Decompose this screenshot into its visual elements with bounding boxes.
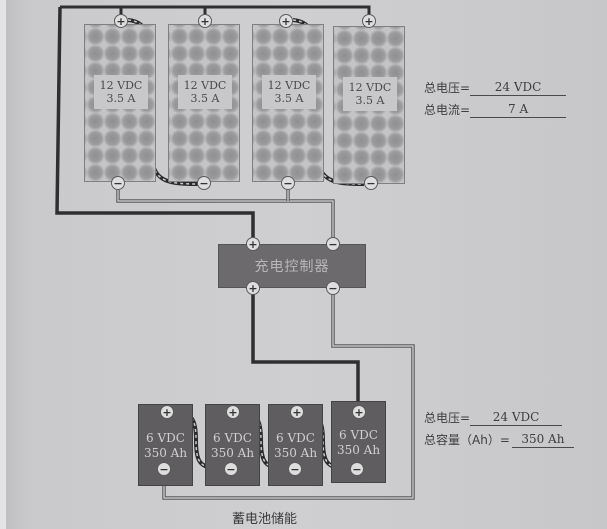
battery-voltage: 6 VDC [276, 431, 315, 445]
solar-panel-4: 12 VDC 3.5 A [333, 26, 405, 184]
negative-terminal-icon: − [288, 462, 302, 476]
positive-bus-top [119, 5, 371, 20]
positive-terminal-icon: + [198, 14, 212, 28]
panel-current: 3.5 A [274, 92, 304, 105]
battery-voltage: 6 VDC [339, 428, 378, 442]
battery-rating-label: 6 VDC 350 Ah [332, 428, 385, 458]
negative-terminal-icon: − [197, 176, 211, 190]
battery-bank-summary: 总电压= 24 VDC 总容量（Ah）= 350 Ah [424, 404, 574, 448]
positive-terminal-icon: + [160, 405, 174, 419]
panel-current: 3.5 A [355, 94, 385, 107]
battery-voltage: 6 VDC [213, 431, 252, 445]
battery-capacity: 350 Ah [143, 446, 188, 460]
solar-panel-2: 12 VDC 3.5 A [168, 24, 240, 182]
battery-rating-label: 6 VDC 350 Ah [139, 431, 192, 461]
total-voltage-label: 总电压= [424, 81, 471, 95]
controller-negative-in-icon: − [326, 237, 340, 251]
total-voltage-value: 24 VDC [470, 80, 567, 96]
total-capacity-value: 350 Ah [511, 432, 574, 448]
panel-rating-label: 12 VDC 3.5 A [178, 75, 232, 109]
positive-terminal-icon: + [290, 405, 304, 419]
negative-terminal-icon: − [364, 176, 378, 190]
battery-rating-label: 6 VDC 350 Ah [206, 431, 259, 461]
positive-wire-to-controller [55, 6, 255, 242]
panel-current: 3.5 A [190, 92, 220, 105]
controller-negative-out-icon: − [326, 281, 340, 295]
battery-capacity: 350 Ah [210, 446, 255, 460]
panel-voltage: 12 VDC [348, 81, 392, 94]
positive-terminal-icon: + [352, 405, 366, 419]
panel-voltage: 12 VDC [99, 79, 143, 92]
controller-label: 充电控制器 [254, 259, 330, 275]
page-edge [0, 0, 6, 529]
panel-rating-label: 12 VDC 3.5 A [94, 75, 148, 109]
controller-positive-in-icon: + [246, 237, 260, 251]
negative-terminal-icon: − [281, 176, 295, 190]
panel-current: 3.5 A [106, 92, 136, 105]
total-voltage-value: 24 VDC [470, 410, 563, 426]
positive-terminal-icon: + [114, 14, 128, 28]
negative-terminal-icon: − [111, 176, 125, 190]
total-voltage-label: 总电压= [424, 411, 471, 425]
battery-capacity: 350 Ah [273, 446, 318, 460]
positive-terminal-icon: + [279, 14, 293, 28]
total-capacity-label: 总容量（Ah）= [424, 433, 510, 447]
panel-array-summary: 总电压= 24 VDC 总电流= 7 A [424, 74, 567, 118]
battery-storage-caption: 蓄电池储能 [232, 512, 298, 527]
battery-capacity: 350 Ah [336, 443, 381, 457]
panel-rating-label: 12 VDC 3.5 A [262, 75, 316, 109]
total-current-value: 7 A [470, 102, 567, 118]
positive-terminal-icon: + [362, 14, 376, 28]
solar-panel-1: 12 VDC 3.5 A [84, 24, 156, 182]
negative-terminal-icon: − [157, 462, 171, 476]
charge-controller: 充电控制器 [218, 244, 366, 288]
positive-wire-to-battery [251, 290, 360, 405]
positive-terminal-icon: + [226, 405, 240, 419]
battery-voltage: 6 VDC [146, 431, 185, 445]
panel-voltage: 12 VDC [267, 79, 311, 92]
battery-rating-label: 6 VDC 350 Ah [269, 431, 322, 461]
negative-terminal-icon: − [224, 462, 238, 476]
total-current-label: 总电流= [424, 103, 471, 117]
panel-voltage: 12 VDC [183, 79, 227, 92]
solar-panel-3: 12 VDC 3.5 A [252, 24, 324, 182]
negative-terminal-icon: − [350, 462, 364, 476]
panel-rating-label: 12 VDC 3.5 A [343, 77, 397, 111]
controller-positive-out-icon: + [246, 281, 260, 295]
